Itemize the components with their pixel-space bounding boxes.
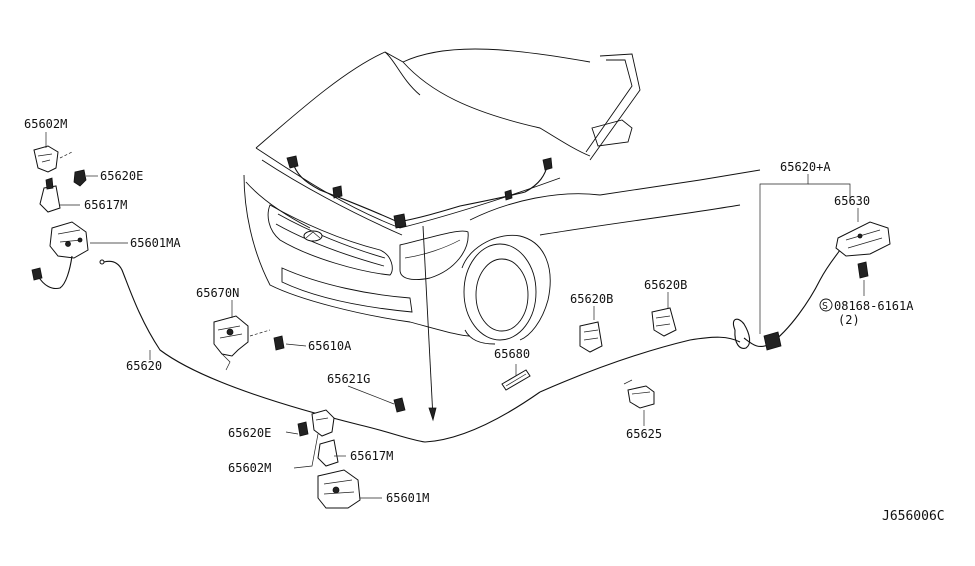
release-handle-group xyxy=(835,221,891,279)
label-bolt-ref: 08168-6161A xyxy=(834,299,914,313)
label-65602M-bottom: 65602M xyxy=(228,461,271,475)
location-arrow xyxy=(422,225,434,419)
diagram-code: J656006C xyxy=(882,509,945,524)
label-65621G: 65621G xyxy=(327,372,370,386)
label-65610A: 65610A xyxy=(308,339,352,353)
vehicle-front-illustration xyxy=(243,48,761,345)
label-65620A: 65620+A xyxy=(780,160,831,174)
clip-65620E-bottom xyxy=(297,421,309,437)
clip-65625 xyxy=(623,379,655,409)
label-65670N: 65670N xyxy=(196,286,239,300)
label-65620B-left: 65620B xyxy=(570,292,613,306)
label-65602M-top: 65602M xyxy=(24,117,67,131)
hood-cable-on-vehicle xyxy=(286,155,553,229)
label-bolt-qty: (2) xyxy=(838,313,860,327)
release-handle-65630 xyxy=(835,221,891,257)
clip-65620B-left xyxy=(579,321,603,353)
label-65617M-top: 65617M xyxy=(84,198,127,212)
bolt-symbol-circle xyxy=(819,298,833,312)
clip-65621G xyxy=(393,397,406,413)
hood-release-cable-65620 xyxy=(103,260,541,443)
label-65620E-top: 65620E xyxy=(100,169,143,183)
grommet xyxy=(763,331,782,351)
label-65680: 65680 xyxy=(494,347,530,361)
label-65601MA: 65601MA xyxy=(130,236,181,250)
location-arrowhead xyxy=(428,407,437,422)
lock-65601MA xyxy=(49,221,89,259)
label-65630: 65630 xyxy=(834,194,870,208)
label-65620E-bottom: 65620E xyxy=(228,426,271,440)
clip-65610A xyxy=(273,335,285,351)
part-labels: 65602M 65620E 65617M 65601MA 65620 65670… xyxy=(24,117,945,524)
bolt-symbol: S xyxy=(822,301,828,312)
label-65625: 65625 xyxy=(626,427,662,441)
bolt-08168 xyxy=(857,261,869,279)
clip-65620E-top xyxy=(73,169,87,187)
spring-65617M-bottom xyxy=(317,439,339,467)
hood-lock-65670N-group xyxy=(213,315,285,371)
label-65620: 65620 xyxy=(126,359,162,373)
label-65620B-right: 65620B xyxy=(644,278,687,292)
spring-65617M-top xyxy=(39,185,61,213)
clip-65620B-right xyxy=(651,307,677,337)
hood-lock-lower-group xyxy=(297,409,361,509)
bracket-65602M-bottom xyxy=(311,409,335,437)
hood-lock-upper-group xyxy=(31,145,105,290)
label-65617M-bottom: 65617M xyxy=(350,449,393,463)
bracket-65602M-top xyxy=(33,145,59,173)
label-65601M: 65601M xyxy=(386,491,429,505)
leader-lines xyxy=(45,132,865,499)
